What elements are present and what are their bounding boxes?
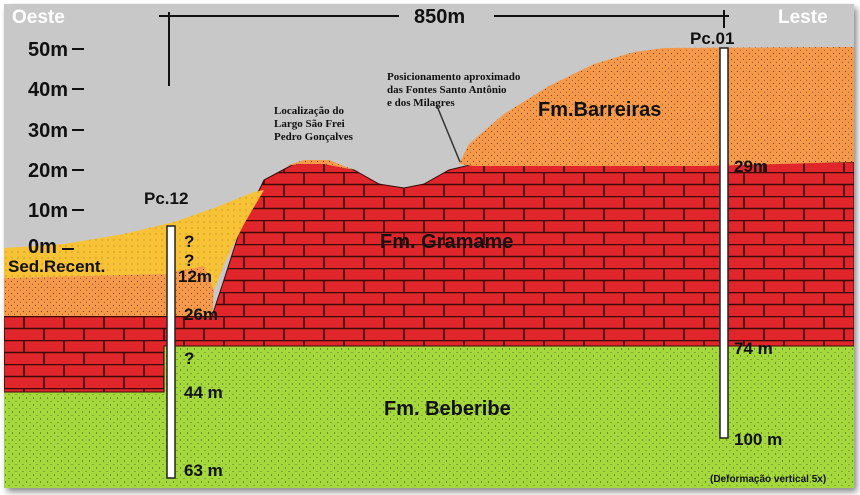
fontes-note-line-2: das Fontes Santo Antônio — [387, 84, 507, 96]
fontes-leader-line — [436, 105, 461, 163]
well-pc12-name: Pc.12 — [144, 189, 188, 208]
pc01-depth-29: 29m — [734, 157, 768, 176]
fontes-note-line-3: e dos Milagres — [387, 97, 455, 109]
largo-note-line-2: Largo São Frei — [274, 118, 345, 130]
formation-beberibe-label: Fm. Beberibe — [384, 398, 511, 420]
barreiras-hill-cap — [286, 160, 354, 170]
pc12-question-mark-2: ? — [184, 251, 194, 270]
well-pc01-name: Pc.01 — [690, 29, 734, 48]
vertical-exaggeration-note: (Deformação vertical 5x) — [710, 474, 826, 485]
well-pc12-casing — [166, 225, 176, 479]
formation-gramame-label: Fm. Gramame — [380, 231, 513, 253]
elevation-label-50: 50m — [28, 39, 68, 61]
fontes-note-line-1: Posicionamento aproximado — [387, 71, 521, 83]
west-label: Oeste — [12, 7, 65, 28]
geologic-cross-section: Oeste Leste 850m 50m 40m 30m 20m 10m 0m … — [4, 4, 854, 488]
largo-note-line-3: Pedro Gonçalves — [274, 131, 354, 143]
formation-sed-recent-label: Sed.Recent. — [8, 257, 105, 276]
pc12-depth-44: 44 m — [184, 383, 223, 402]
pc12-question-mark-3: ? — [184, 349, 194, 368]
pc12-depth-26: 26m — [184, 305, 218, 324]
barreiras-left-layer — [4, 264, 214, 316]
elevation-label-20: 20m — [28, 160, 68, 182]
distance-bracket — [159, 10, 729, 86]
pc12-depth-12: 12m — [178, 267, 212, 286]
distance-label: 850m — [414, 6, 465, 28]
sed-recent-layer — [4, 190, 264, 290]
largo-note-line-1: Localização do — [274, 105, 344, 117]
pc01-depth-74: 74 m — [734, 339, 773, 358]
barreiras-layer — [459, 47, 854, 166]
elevation-label-0: 0m — [28, 236, 57, 258]
pc12-depth-63: 63 m — [184, 461, 223, 480]
elevation-label-10: 10m — [28, 200, 68, 222]
elevation-label-40: 40m — [28, 79, 68, 101]
elevation-scale — [62, 48, 84, 250]
well-pc01-casing — [719, 47, 729, 439]
formation-barreiras-label: Fm.Barreiras — [538, 99, 661, 121]
figure-frame: Oeste Leste 850m 50m 40m 30m 20m 10m 0m … — [4, 4, 854, 488]
east-label: Leste — [778, 7, 828, 28]
elevation-label-30: 30m — [28, 120, 68, 142]
pc01-depth-100: 100 m — [734, 430, 782, 449]
pc12-question-mark-1: ? — [184, 232, 194, 251]
